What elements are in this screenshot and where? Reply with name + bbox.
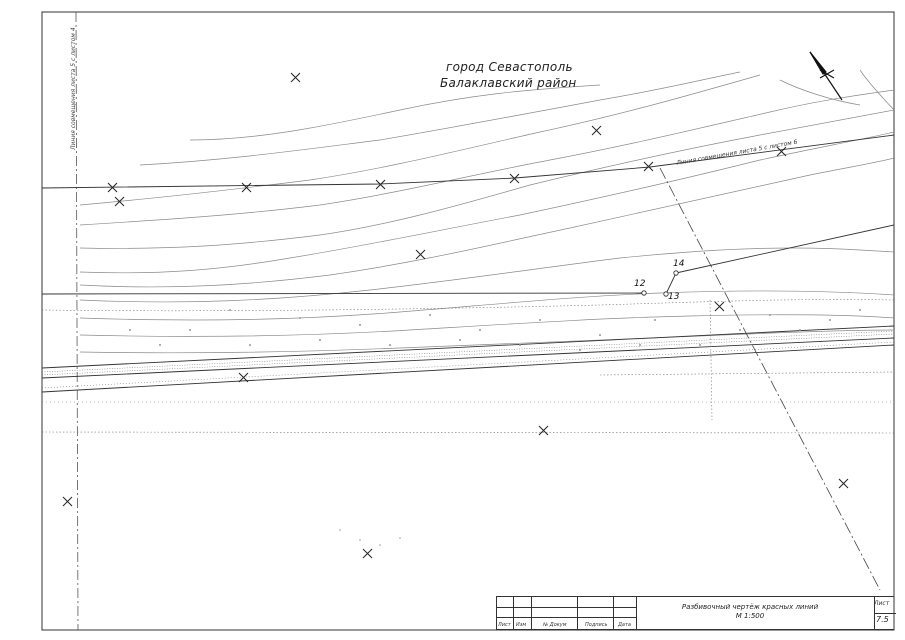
title-block: Лист Изм № Докум Подпись Дата	[496, 596, 896, 630]
left-matchline	[75, 11, 79, 631]
district-label: Балаклавский район	[440, 76, 577, 90]
side-matchline-note: Линия совмещения листа 5 с листом 4	[70, 27, 77, 150]
point-12-label: 12	[634, 279, 646, 289]
road-edge-1	[41, 325, 895, 369]
red-line-east	[675, 224, 895, 274]
red-line-east-2	[665, 272, 677, 295]
section-lines	[41, 134, 895, 393]
terrain-marks	[129, 309, 861, 546]
point-12	[641, 290, 647, 296]
col-sheet: Лист	[498, 622, 511, 628]
point-13	[663, 291, 669, 297]
drawing-scale: М 1:500	[735, 612, 765, 620]
hatched-road	[41, 330, 895, 389]
contours	[79, 69, 895, 354]
sheet-frame	[41, 11, 895, 631]
grid-crosses	[62, 72, 849, 559]
col-document: № Докум	[543, 622, 567, 628]
col-change: Изм	[516, 622, 527, 628]
road-edge-2	[41, 337, 895, 379]
city-label: город Севастополь	[446, 60, 573, 74]
diagonal-matchline	[659, 167, 881, 591]
survey-points	[641, 270, 679, 297]
sheet-label: Лист	[874, 600, 890, 607]
point-14	[673, 270, 679, 276]
sheet-number: 7.5	[876, 615, 889, 624]
col-date: Дата	[618, 622, 631, 628]
point-14-label: 14	[673, 259, 685, 269]
red-line-middle	[41, 292, 645, 295]
point-13-label: 13	[668, 292, 680, 302]
col-signature: Подпись	[585, 622, 608, 628]
dotted-lines	[41, 299, 895, 434]
drawing-title: Разбивочный чертёж красных линий	[681, 603, 819, 611]
road-edge-3	[41, 344, 895, 393]
north-arrow-icon	[809, 51, 843, 101]
